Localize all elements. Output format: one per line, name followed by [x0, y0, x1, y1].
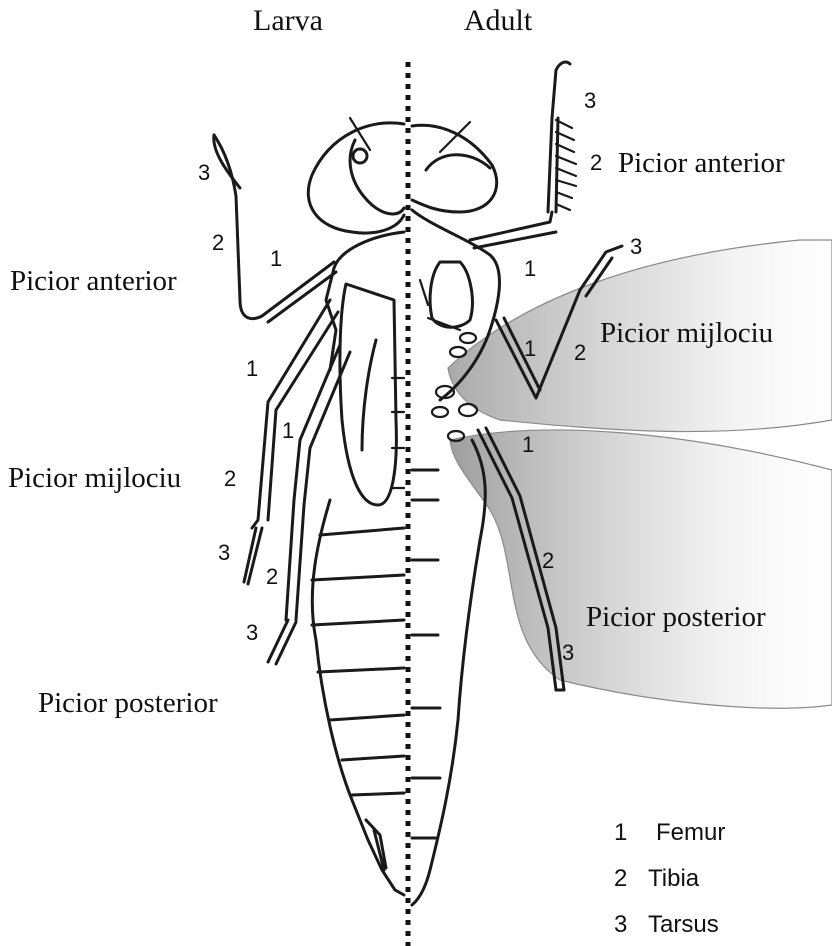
legend-number: 3: [614, 911, 627, 938]
adult-hind-leg-label: Picior posterior: [586, 601, 766, 633]
larva-middle-tarsus-number: 3: [218, 540, 230, 565]
larva-middle-femur-number: 1: [246, 356, 258, 381]
larva-hind-tarsus-number: 3: [246, 620, 258, 645]
adult-hind-tarsus-number: 3: [562, 640, 574, 665]
adult-coxa: [460, 333, 476, 343]
larva-hind-tibia-number: 2: [266, 564, 278, 589]
larva-segment-1: [320, 528, 404, 535]
adult-eye: [426, 155, 490, 170]
legend-label: Tibia: [648, 865, 700, 892]
larva-front-femur-number: 1: [270, 246, 282, 271]
larva-hind-leg: [268, 345, 350, 664]
adult-front-leg-label: Picior anterior: [618, 147, 785, 179]
adult-hind-tibia-number: 2: [542, 548, 554, 573]
adult-front-tarsus-number: 3: [584, 88, 596, 113]
larva-segment-7: [352, 793, 404, 795]
larva-segment-6: [342, 756, 404, 760]
adult-coxa: [432, 407, 448, 417]
adult-wing-base: [420, 280, 460, 330]
legend-item-tibia: 2 Tibia: [614, 865, 700, 892]
larva-heading: Larva: [253, 4, 323, 37]
adult-middle-leg-label: Picior mijlociu: [600, 317, 773, 349]
larva-segment-2: [312, 575, 404, 580]
adult-body: [412, 122, 499, 905]
adult-wings: [448, 240, 832, 708]
adult-middle-tibia-number: 2: [574, 340, 586, 365]
legend: 1 Femur 2 Tibia 3 Tarsus: [614, 819, 725, 938]
legend-item-tarsus: 3 Tarsus: [614, 911, 719, 938]
legend-number: 1: [614, 819, 627, 846]
larva-front-tarsus-number: 3: [198, 160, 210, 185]
adult-hind-femur-number: 1: [522, 432, 534, 457]
adult-middle-femur-number: 1: [524, 336, 536, 361]
larva-body: [308, 118, 404, 895]
adult-front-tibia-number: 2: [590, 150, 602, 175]
larva-front-leg-label: Picior anterior: [10, 265, 177, 297]
legend-label: Femur: [656, 819, 725, 846]
larva-segment-3: [312, 620, 404, 625]
larva-hind-femur-number: 1: [282, 418, 294, 443]
adult-coxa: [450, 347, 466, 357]
larva-segment-5: [330, 715, 404, 720]
legend-item-femur: 1 Femur: [614, 819, 725, 846]
larva-front-tibia-number: 2: [212, 230, 224, 255]
adult-front-femur-number: 1: [524, 256, 536, 281]
larva-hind-leg-label: Picior posterior: [38, 687, 218, 719]
larva-middle-tibia-number: 2: [224, 466, 236, 491]
larva-eye-dot: [353, 149, 367, 163]
adult-middle-tarsus-number: 3: [630, 234, 642, 259]
larva-segment-4: [318, 668, 404, 672]
adult-front-leg: [470, 62, 576, 248]
larva-wing-pad-back: [362, 340, 376, 450]
larva-middle-leg-label: Picior mijlociu: [8, 462, 181, 494]
legend-number: 2: [614, 865, 627, 892]
adult-antenna: [440, 122, 470, 152]
larva-wing-pad-front: [340, 284, 396, 505]
adult-thorax-plate: [430, 262, 472, 327]
adult-heading: Adult: [464, 4, 533, 37]
larva-abdomen: [312, 500, 404, 895]
adult-abdomen: [412, 440, 485, 905]
legend-label: Tarsus: [648, 911, 719, 938]
larva-eye: [350, 140, 404, 214]
adult-coxa: [459, 404, 477, 416]
